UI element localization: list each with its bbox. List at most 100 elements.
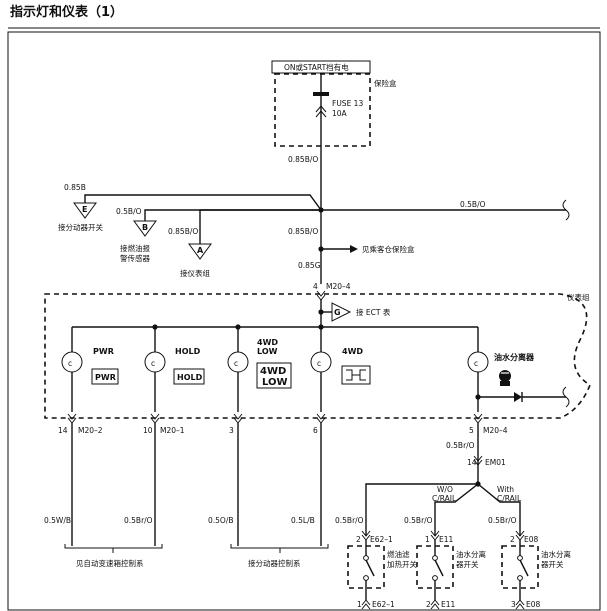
connector-icon: [316, 290, 326, 301]
fuse-rating: 10A: [332, 109, 348, 118]
indicator-4wdlow-2: LOW: [262, 377, 288, 388]
with-crail-2: C/RAIL: [497, 494, 522, 503]
wire-break-icon: [562, 199, 570, 221]
ecu-b-letter: B: [142, 223, 148, 232]
branch-e-wire: [84, 194, 322, 211]
fuse-box: [274, 73, 371, 147]
pin-1-e11: 1: [425, 535, 430, 544]
sep-switch-b-label-2: 器开关: [541, 559, 564, 569]
wire-label-05bro-4: 0.5Br/O: [404, 516, 433, 525]
conn-e62-1-bot: E62–1: [372, 600, 395, 609]
wire-label-085bo-a: 0.85B/O: [168, 227, 198, 236]
wo-crail-2: C/RAIL: [432, 494, 457, 503]
conn-m20-2: M20–2: [78, 426, 103, 435]
lamp-water-sep-label: 油水分离器: [494, 352, 535, 362]
conn-e08-bot: E08: [526, 600, 541, 609]
ecu-g-label: 接 ECT 表: [356, 307, 391, 317]
diagram-frame: [7, 31, 601, 611]
pin-3: 3: [229, 426, 234, 435]
branch-a-wire: [199, 209, 321, 244]
fuel-heater-switch: [347, 540, 385, 600]
branch-b-wire: [144, 209, 321, 221]
with-crail-1: With: [497, 485, 514, 494]
wire-label-05bro-5: 0.5Br/O: [488, 516, 517, 525]
wire-label-05lb: 0.5L/B: [291, 516, 315, 525]
wire-label-05bo-main: 0.5B/O: [460, 200, 486, 209]
wire-label-085b: 0.85B: [64, 183, 86, 192]
conn-top-label: M20–4: [326, 282, 351, 291]
conn-e62-1: E62–1: [370, 535, 393, 544]
pin-2-e62: 2: [356, 535, 361, 544]
heater-switch-label-1: 燃油滤: [387, 549, 410, 559]
pin-5: 5: [469, 426, 474, 435]
water-sep-switch-a: [416, 540, 454, 600]
connector-icon: [67, 413, 77, 424]
conn-e11: E11: [439, 535, 454, 544]
fuse-connector-icon: [315, 105, 327, 118]
bracket-middle: [230, 544, 329, 549]
heater-wire: [365, 483, 478, 536]
conn-em01: EM01: [485, 458, 506, 467]
conn-top-pin: 4: [313, 282, 318, 291]
power-source-label: ON或START档有电: [284, 62, 349, 72]
lamp-water-separator: c: [467, 327, 489, 412]
svg-text:c: c: [317, 359, 321, 368]
wire-label-05wb: 0.5W/B: [44, 516, 71, 525]
fuse-element: [313, 92, 329, 96]
pin-14b: 14: [467, 458, 477, 467]
indicator-hold: HOLD: [177, 373, 203, 382]
cluster-box: [44, 293, 591, 419]
water-sep-switch-b: [501, 540, 539, 600]
lamp-4wd-low: c: [227, 327, 292, 412]
conn-e08: E08: [524, 535, 539, 544]
sep-switch-a-label-2: 器开关: [456, 559, 479, 569]
lamp-pwr-label: PWR: [93, 347, 114, 356]
transfer-ctrl-label: 接分动器控制系: [248, 558, 301, 568]
ecu-e-letter: E: [82, 205, 87, 214]
ecu-b-label-2: 警传感器: [120, 253, 150, 263]
ecu-a-label: 接仪表组: [180, 268, 210, 278]
pin-2-e11-bot: 2: [426, 600, 431, 609]
pin-2-e08: 2: [510, 535, 515, 544]
fuse-name: FUSE 13: [332, 99, 363, 108]
with-crail-wire: [477, 483, 521, 536]
wire-label-085g: 0.85G: [298, 261, 321, 270]
wire-label-05bo-b: 0.5B/O: [116, 207, 142, 216]
ecu-a-letter: A: [197, 246, 204, 255]
connector-icon: [515, 599, 525, 610]
wire-label-085bo-1: 0.85B/O: [288, 155, 318, 164]
wire-label-05ob: 0.5O/B: [208, 516, 234, 525]
wo-crail-wire: [434, 483, 479, 536]
indicator-pwr: PWR: [95, 373, 116, 382]
passenger-fuse-label: 见乘客仓保险盒: [362, 244, 415, 254]
lamp-hold-label: HOLD: [175, 347, 201, 356]
wo-crail-1: W/O: [437, 485, 453, 494]
lamp-4wdlow-label-1: 4WD: [257, 338, 278, 347]
auto-trans-label: 见自动变速箱控制系: [76, 558, 144, 568]
sep-switch-a-label-1: 油水分离: [456, 549, 486, 559]
diode-icon: [514, 392, 522, 402]
ecu-b-icon: [133, 220, 157, 237]
connector-icon: [361, 599, 371, 610]
arrow-right-icon: [350, 245, 358, 253]
connector-icon: [473, 455, 483, 466]
wire-label-05bro-3: 0.5Br/O: [335, 516, 364, 525]
fuse-box-label: 保险盒: [374, 78, 397, 88]
conn-e11-bot: E11: [441, 600, 456, 609]
svg-text:c: c: [68, 359, 72, 368]
lamp-4wdlow-label-2: LOW: [257, 347, 278, 356]
sep-switch-b-label-1: 油水分离: [541, 549, 571, 559]
bracket-left: [64, 544, 163, 549]
cluster-label: 仪表组: [567, 292, 590, 302]
conn-m20-1: M20–1: [160, 426, 185, 435]
lamp-4wd-label: 4WD: [342, 347, 363, 356]
page-title: 指示灯和仪表（1）: [10, 4, 123, 20]
svg-text:c: c: [151, 359, 155, 368]
wire-break-icon: [562, 386, 570, 408]
lamp-hold: c: [144, 327, 205, 412]
pin-3-e08-bot: 3: [511, 600, 516, 609]
conn-m20-4-bot: M20–4: [483, 426, 508, 435]
pin-6: 6: [313, 426, 318, 435]
connector-icon: [430, 599, 440, 610]
